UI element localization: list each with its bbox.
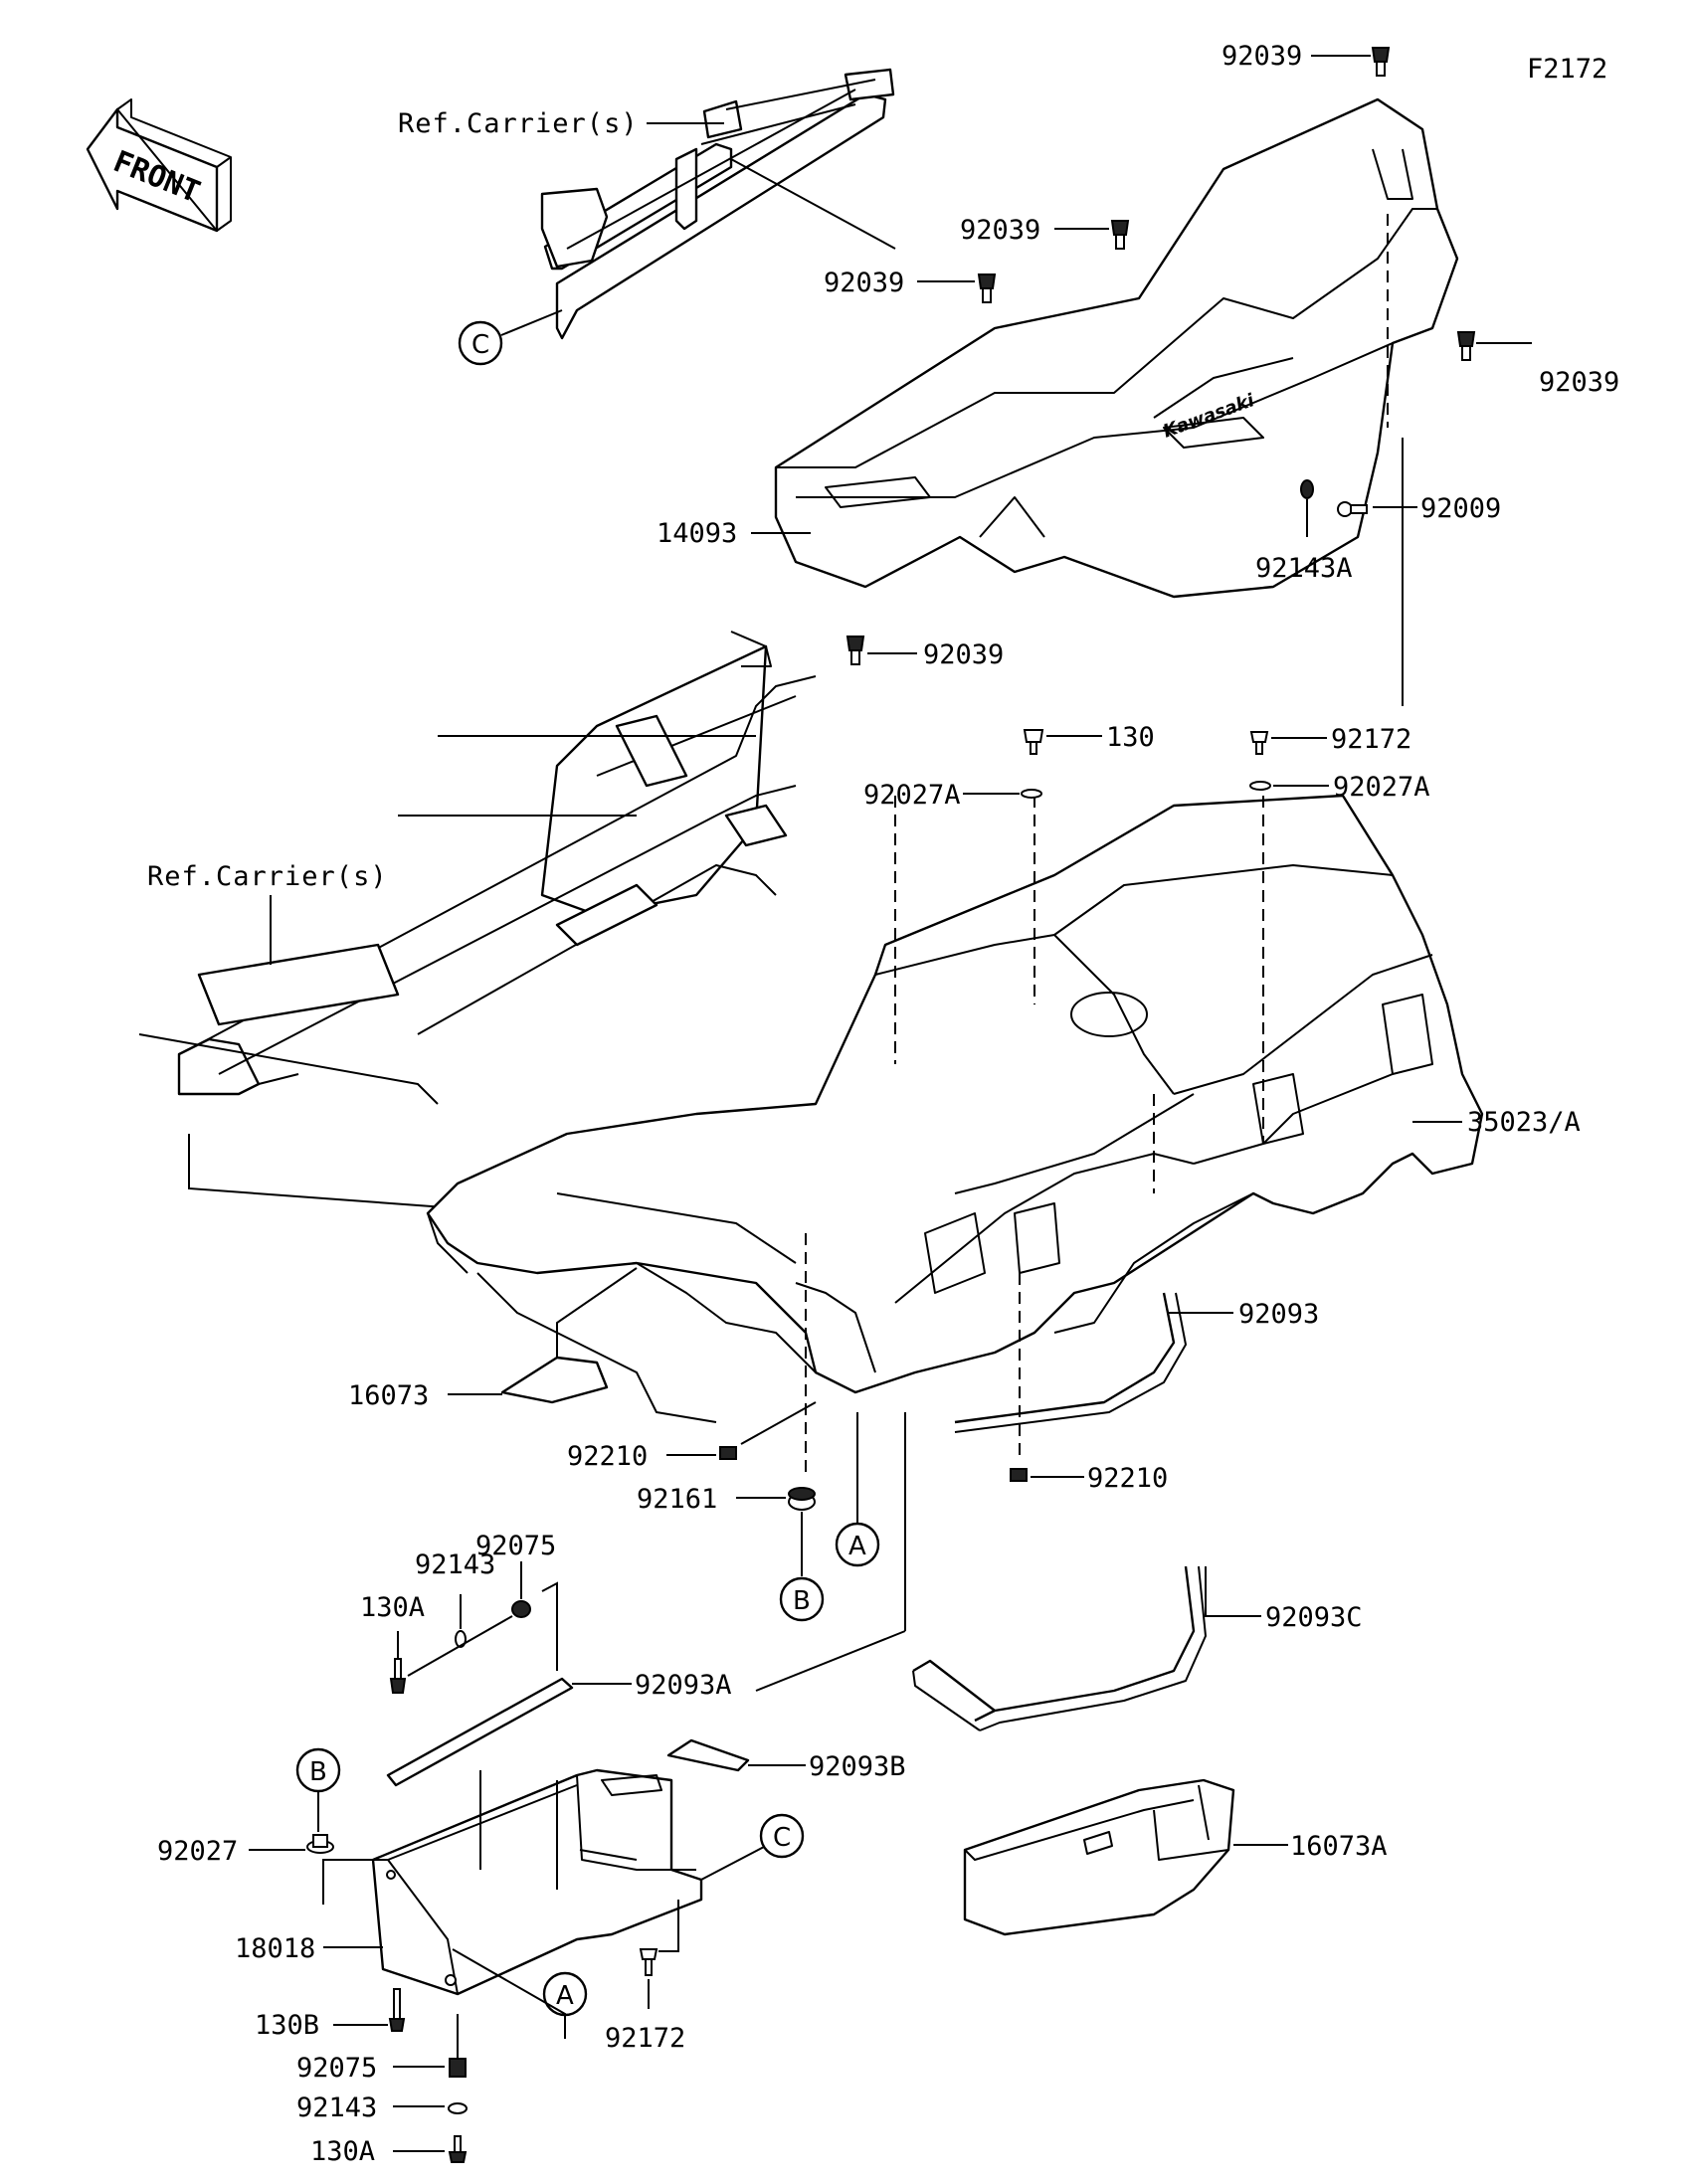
seal-92093 bbox=[954, 1292, 1187, 1433]
callout-c-lower: C bbox=[759, 1813, 805, 1859]
label-130-top: 130 bbox=[1106, 722, 1155, 753]
label-92210-left: 92210 bbox=[567, 1441, 648, 1472]
label-92161: 92161 bbox=[637, 1484, 717, 1515]
clip-92039-mid bbox=[1110, 220, 1130, 250]
part-18018-guard bbox=[371, 1768, 703, 1996]
strip-92093B bbox=[666, 1738, 750, 1772]
label-92009: 92009 bbox=[1420, 493, 1501, 524]
middle-carrier-frame bbox=[138, 631, 817, 1105]
label-92143A: 92143A bbox=[1255, 553, 1353, 584]
clip-92039-bottom bbox=[846, 636, 865, 665]
label-130A-bottom: 130A bbox=[310, 2136, 375, 2167]
part-14093-front-fender: Kawasaki bbox=[774, 97, 1459, 599]
label-92093: 92093 bbox=[1238, 1299, 1319, 1330]
callout-b-mid: B bbox=[779, 1576, 825, 1622]
svg-text:C: C bbox=[773, 1823, 791, 1853]
label-130B: 130B bbox=[255, 2010, 319, 2041]
label-92039-bottom: 92039 bbox=[923, 639, 1004, 670]
washer-92143A bbox=[1300, 479, 1314, 499]
svg-text:A: A bbox=[556, 1981, 574, 2011]
seal-92093C bbox=[912, 1565, 1207, 1731]
nut-92075-top bbox=[511, 1600, 531, 1618]
callout-a-mid: A bbox=[835, 1522, 880, 1567]
label-92039-mid: 92039 bbox=[960, 215, 1040, 246]
label-16073: 16073 bbox=[348, 1380, 429, 1411]
clip-92039-right bbox=[1456, 331, 1476, 361]
clip-92039-top bbox=[1371, 47, 1391, 77]
label-92143-top: 92143 bbox=[415, 1549, 495, 1580]
label-ref-carrier-top: Ref.Carrier(s) bbox=[398, 108, 639, 139]
collar-92027 bbox=[306, 1834, 334, 1854]
label-130A-top: 130A bbox=[360, 1592, 425, 1623]
label-14093: 14093 bbox=[657, 518, 737, 549]
svg-text:A: A bbox=[848, 1532, 866, 1561]
callout-b-lower: B bbox=[295, 1747, 341, 1793]
bolt-130A-top bbox=[389, 1658, 407, 1694]
svg-text:C: C bbox=[471, 330, 489, 360]
screw-92172-bottom bbox=[639, 1948, 658, 1976]
bolt-92009 bbox=[1337, 501, 1368, 517]
svg-text:B: B bbox=[309, 1757, 327, 1787]
label-92172-bottom: 92172 bbox=[605, 2023, 685, 2054]
label-92143-bottom: 92143 bbox=[296, 2093, 377, 2123]
label-92075-bottom: 92075 bbox=[296, 2053, 377, 2084]
label-92093A: 92093A bbox=[635, 1670, 732, 1701]
svg-text:B: B bbox=[793, 1586, 811, 1616]
label-35023A: 35023/A bbox=[1467, 1107, 1581, 1138]
washer-92143-top bbox=[455, 1630, 467, 1648]
label-16073A: 16073A bbox=[1290, 1831, 1388, 1862]
label-92075-top: 92075 bbox=[475, 1531, 556, 1561]
label-92027A-right: 92027A bbox=[1333, 772, 1430, 803]
label-92172-top: 92172 bbox=[1331, 724, 1411, 755]
label-92039-top: 92039 bbox=[1221, 41, 1302, 72]
washer-92143-bottom bbox=[448, 2102, 468, 2114]
label-92039-right: 92039 bbox=[1539, 367, 1619, 398]
bolt-130-top bbox=[1023, 729, 1044, 755]
label-92039-left: 92039 bbox=[824, 268, 904, 298]
label-92027A-left: 92027A bbox=[863, 780, 961, 811]
bolt-130A-bottom bbox=[448, 2135, 468, 2163]
bolt-130B bbox=[388, 1988, 406, 2032]
screw-92172-top bbox=[1249, 731, 1269, 755]
nut-92210-left bbox=[719, 1446, 737, 1460]
callout-c-top: C bbox=[458, 320, 503, 366]
strip-92093A bbox=[386, 1677, 574, 1787]
grommet-92161 bbox=[788, 1487, 816, 1511]
figure-code: F2172 bbox=[1527, 54, 1607, 85]
nut-92075-bottom bbox=[449, 2058, 467, 2078]
label-92093B: 92093B bbox=[809, 1751, 906, 1782]
label-92027: 92027 bbox=[157, 1836, 238, 1867]
label-92210-right: 92210 bbox=[1087, 1463, 1168, 1494]
part-16073A-cover bbox=[963, 1778, 1235, 1936]
callout-a-lower: A bbox=[542, 1971, 588, 2017]
label-ref-carrier-mid: Ref.Carrier(s) bbox=[147, 861, 388, 892]
label-92093C: 92093C bbox=[1265, 1602, 1363, 1633]
front-arrow-icon: FRONT bbox=[86, 98, 232, 233]
nut-92210-right bbox=[1010, 1468, 1028, 1482]
clip-92039-left bbox=[977, 273, 997, 303]
label-18018: 18018 bbox=[235, 1933, 315, 1964]
plate-16073 bbox=[500, 1356, 609, 1404]
washer-92027A-right bbox=[1249, 781, 1271, 791]
upper-carrier-bracket bbox=[540, 68, 895, 340]
washer-92027A-left bbox=[1021, 789, 1042, 799]
